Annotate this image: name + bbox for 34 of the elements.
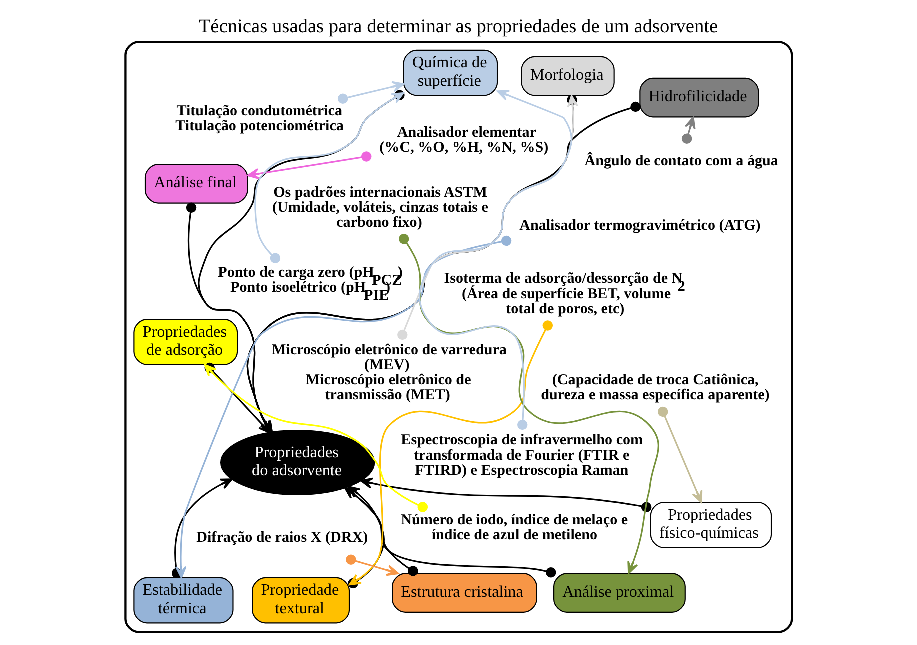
node-text: Analisador termogravimétrico (ATG)	[520, 218, 761, 234]
node-box: Estabilidade térmica	[134, 577, 234, 624]
node-text: Titulação condutométrica Titulação potenciométrica	[176, 103, 344, 134]
arrow	[204, 364, 428, 512]
node-box: Propriedade textural	[252, 577, 350, 624]
arrow	[186, 202, 274, 434]
node-box: Estrutura cristalina	[392, 573, 538, 613]
arrow	[344, 487, 556, 578]
arrow	[419, 90, 572, 430]
node-box: Hidrofilicidade	[640, 78, 760, 118]
arrow	[399, 234, 660, 574]
arrow	[346, 554, 400, 576]
node-box: Propriedades de adsorção	[134, 319, 238, 366]
node-text: Analisador elementar (%C, %O, %H, %N, %S)	[380, 124, 549, 156]
arrow	[682, 116, 696, 144]
arrow	[175, 236, 512, 579]
node-box: Morfologia	[521, 56, 615, 96]
diagram-title: Técnicas usadas para determinar as propriedades de um adsorvente	[198, 16, 718, 38]
node-box: Análise proximal	[554, 573, 686, 613]
arrow	[247, 152, 372, 180]
node-text: Número de iodo, índice de melaço e índice de azul de metileno	[401, 512, 628, 544]
arrow	[658, 406, 703, 504]
arrow	[254, 92, 404, 264]
arrow	[344, 487, 418, 576]
node-box: Química de superfície	[403, 50, 498, 96]
cluster	[124, 41, 794, 634]
node-text: (Capacidade de troca Catiônica, dureza e massa específica aparente)	[541, 372, 770, 404]
node-text: Difração de raios X (DRX)	[196, 530, 368, 546]
node-box: Propriedades físico-químicas	[650, 502, 772, 548]
node-text: Espectroscopia de infravermelho com transformada de Fourier (FTIR e FTIRD) e Espectroscopia Raman	[401, 432, 644, 479]
node-text: Ângulo de contato com a água	[584, 153, 778, 170]
node-box: Análise final	[144, 164, 248, 204]
node-text: Os padrões internacionais ASTM (Umidade, voláteis, cinzas totais e carbono fixo)	[272, 185, 488, 232]
node-text: Microscópio eletrônico de varredura (MEV) Microscópio eletrônico de transmissão (MET)	[272, 342, 507, 404]
